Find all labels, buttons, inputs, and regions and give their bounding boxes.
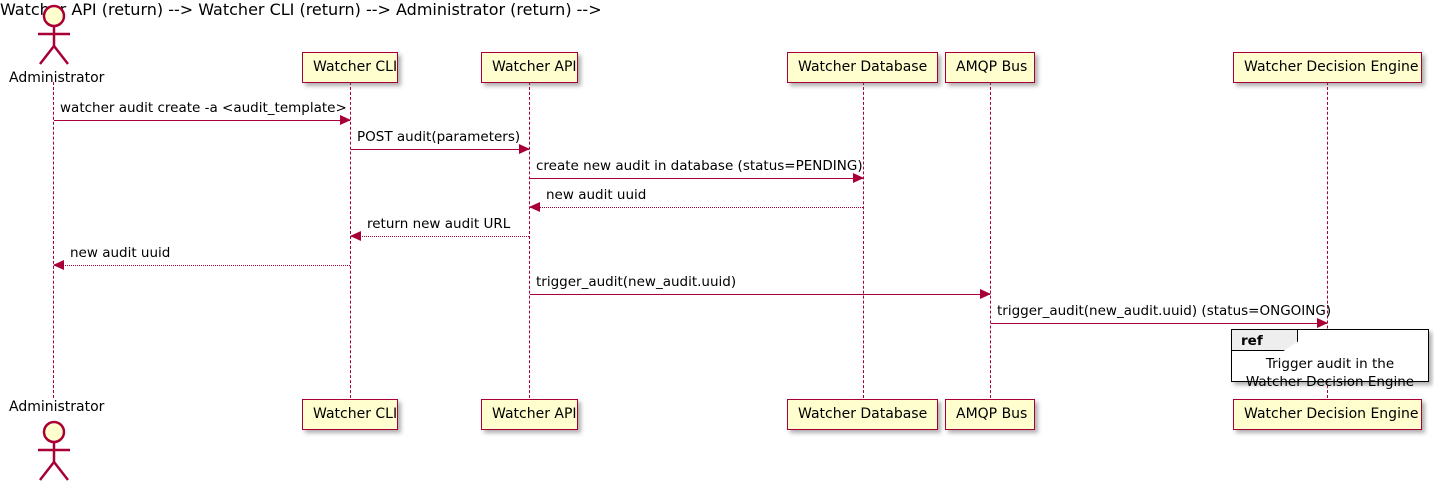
actor-figure-icon — [38, 4, 70, 65]
lifeline-watcher-api — [529, 82, 530, 398]
arrow-head-icon — [519, 144, 530, 154]
message-line — [530, 207, 863, 208]
participant-watcher-api-bottom[interactable]: Watcher API — [481, 399, 578, 430]
actor-administrator-bottom — [28, 420, 80, 486]
message-line — [351, 236, 529, 237]
lifeline-amqp-bus — [990, 82, 991, 398]
actor-label-administrator-top: Administrator — [9, 70, 105, 86]
message-label: new audit uuid — [70, 245, 171, 262]
actor-label-administrator-bottom: Administrator — [9, 399, 105, 415]
actor-figure-icon — [38, 420, 70, 481]
participant-watcher-api-top[interactable]: Watcher API — [481, 52, 578, 83]
participant-decision-engine-top[interactable]: Watcher Decision Engine — [1233, 52, 1422, 83]
participant-amqp-bus-top[interactable]: AMQP Bus — [945, 52, 1035, 83]
arrow-head-icon — [980, 289, 991, 299]
message-line — [991, 323, 1327, 324]
arrow-head-icon — [53, 260, 64, 270]
message-label: watcher audit create -a <audit_template> — [60, 100, 347, 117]
lifeline-decision-engine — [1327, 82, 1328, 398]
participant-amqp-bus-bottom[interactable]: AMQP Bus — [945, 399, 1035, 430]
arrow-head-icon — [529, 202, 540, 212]
participant-watcher-cli-top[interactable]: Watcher CLI — [302, 52, 398, 83]
message-label: return new audit URL — [367, 216, 511, 233]
ref-fragment-body: Trigger audit in the Watcher Decision En… — [1245, 356, 1415, 391]
message-line — [530, 178, 863, 179]
message-label: create new audit in database (status=PEN… — [536, 158, 863, 175]
participant-watcher-database-top[interactable]: Watcher Database — [787, 52, 938, 83]
actor-administrator-top — [28, 4, 80, 70]
arrow-head-icon — [350, 231, 361, 241]
message-line — [54, 120, 350, 121]
arrow-head-icon — [1317, 318, 1328, 328]
ref-fragment-tab-label: ref — [1232, 330, 1298, 351]
message-line — [530, 294, 990, 295]
message-label: POST audit(parameters) — [357, 129, 521, 146]
ref-fragment: ref Trigger audit in the Watcher Decisio… — [1231, 329, 1429, 390]
participant-watcher-database-bottom[interactable]: Watcher Database — [787, 399, 938, 430]
message-label: new audit uuid — [546, 187, 647, 204]
participant-decision-engine-bottom[interactable]: Watcher Decision Engine — [1233, 399, 1422, 430]
message-line — [54, 265, 350, 266]
message-label: trigger_audit(new_audit.uuid) (status=ON… — [997, 303, 1332, 320]
arrow-head-icon — [853, 173, 864, 183]
message-label: trigger_audit(new_audit.uuid) — [536, 274, 737, 291]
participant-watcher-cli-bottom[interactable]: Watcher CLI — [302, 399, 398, 430]
arrow-head-icon — [340, 115, 351, 125]
lifeline-administrator — [53, 82, 54, 398]
lifeline-watcher-database — [863, 82, 864, 398]
message-line — [351, 149, 529, 150]
